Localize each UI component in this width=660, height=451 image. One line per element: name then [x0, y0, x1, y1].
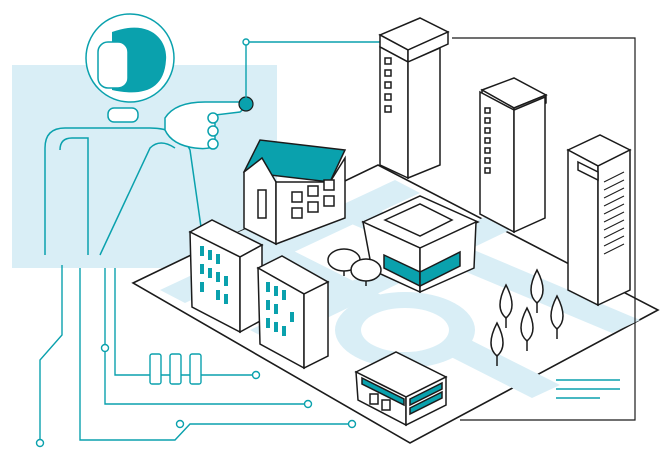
decorative-text-lines — [556, 379, 620, 399]
apartment-building-1 — [188, 219, 264, 334]
small-office-building — [354, 351, 448, 427]
apartment-1-windows — [200, 246, 228, 304]
tower-building-right — [566, 134, 632, 307]
round-trees — [327, 248, 382, 286]
tower-building-left — [378, 17, 450, 180]
apartment-building-2 — [256, 255, 330, 370]
pointed-trees — [490, 268, 564, 366]
circuit-lines — [35, 265, 357, 448]
tower-building-middle — [479, 77, 548, 234]
apartment-2-windows — [266, 282, 294, 336]
house-building — [242, 139, 347, 246]
circuit-resistors — [149, 353, 202, 385]
touch-point-icon — [238, 96, 254, 112]
tower-right-vents — [603, 171, 625, 255]
pavilion-building — [361, 195, 480, 294]
frame-line — [452, 37, 636, 421]
figure — [44, 13, 245, 256]
